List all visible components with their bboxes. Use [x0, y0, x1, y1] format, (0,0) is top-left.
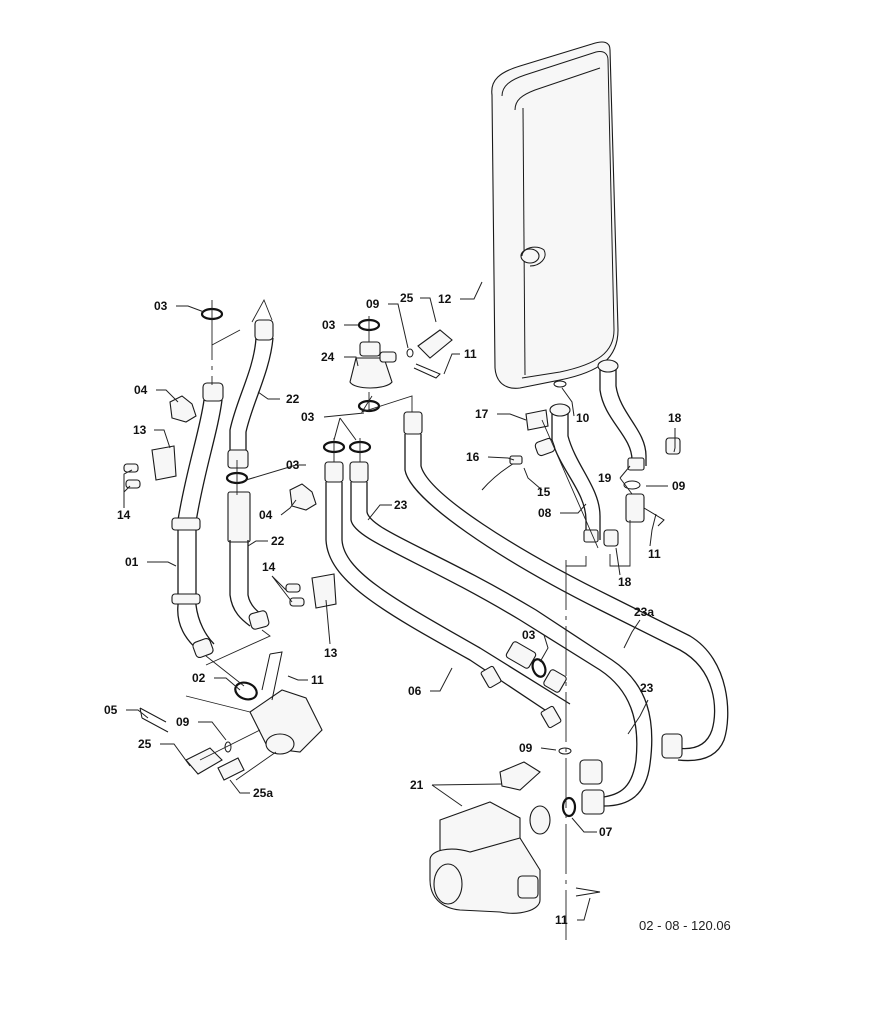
callout-15: 15: [537, 485, 551, 499]
callout-09: 09: [519, 741, 533, 755]
callout-12: 12: [438, 292, 452, 306]
callout-09: 09: [672, 479, 686, 493]
pump-21: [429, 761, 601, 914]
callout-23: 23: [394, 498, 408, 512]
callout-24: 24: [321, 350, 335, 364]
callout-10: 10: [576, 411, 590, 425]
pipes-23-06: [324, 411, 729, 815]
callout-06: 06: [408, 684, 422, 698]
pipe-01: [171, 382, 224, 659]
clips: [123, 395, 337, 609]
callout-18: 18: [668, 411, 682, 425]
callout-04: 04: [259, 508, 273, 522]
callout-09: 09: [366, 297, 380, 311]
callout-17: 17: [475, 407, 489, 421]
assembly-axes: [185, 298, 631, 940]
callout-03: 03: [522, 628, 536, 642]
callout-13: 13: [324, 646, 338, 660]
callout-11: 11: [555, 913, 568, 927]
callout-08: 08: [538, 506, 552, 520]
callout-03: 03: [154, 299, 168, 313]
callout-03: 03: [322, 318, 336, 332]
callout-11: 11: [464, 347, 477, 361]
callout-22: 22: [271, 534, 285, 548]
drawing-reference-code: 02 - 08 - 120.06: [639, 918, 731, 933]
callout-02: 02: [192, 671, 206, 685]
callout-11: 11: [648, 547, 661, 561]
pipe-22-lower: [227, 491, 270, 630]
flow-housing: [139, 651, 323, 781]
callout-03: 03: [301, 410, 315, 424]
callout-07: 07: [599, 825, 613, 839]
right-fittings: [481, 359, 681, 547]
callout-25: 25: [138, 737, 152, 751]
callout-labels: 03 03 09 25 12 24 11 04 22 03 17 10 18 1…: [104, 291, 686, 927]
callout-21: 21: [410, 778, 424, 792]
callout-03: 03: [286, 458, 300, 472]
callout-09: 09: [176, 715, 190, 729]
callout-14: 14: [262, 560, 276, 574]
callout-25a: 25a: [253, 786, 273, 800]
callout-22: 22: [286, 392, 300, 406]
fitting-24: [349, 329, 453, 389]
callout-25: 25: [400, 291, 414, 305]
callout-11: 11: [311, 673, 324, 687]
callout-19: 19: [598, 471, 612, 485]
callout-01: 01: [125, 555, 139, 569]
leader-lines: [123, 281, 676, 921]
callout-05: 05: [104, 703, 118, 717]
callout-23: 23: [640, 681, 654, 695]
callout-14: 14: [117, 508, 131, 522]
expansion-vessel: [491, 41, 619, 389]
pipe-22-upper: [227, 319, 274, 469]
callout-18: 18: [618, 575, 632, 589]
callout-04: 04: [134, 383, 148, 397]
callout-16: 16: [466, 450, 480, 464]
callout-13: 13: [133, 423, 147, 437]
callout-23a: 23a: [634, 605, 654, 619]
